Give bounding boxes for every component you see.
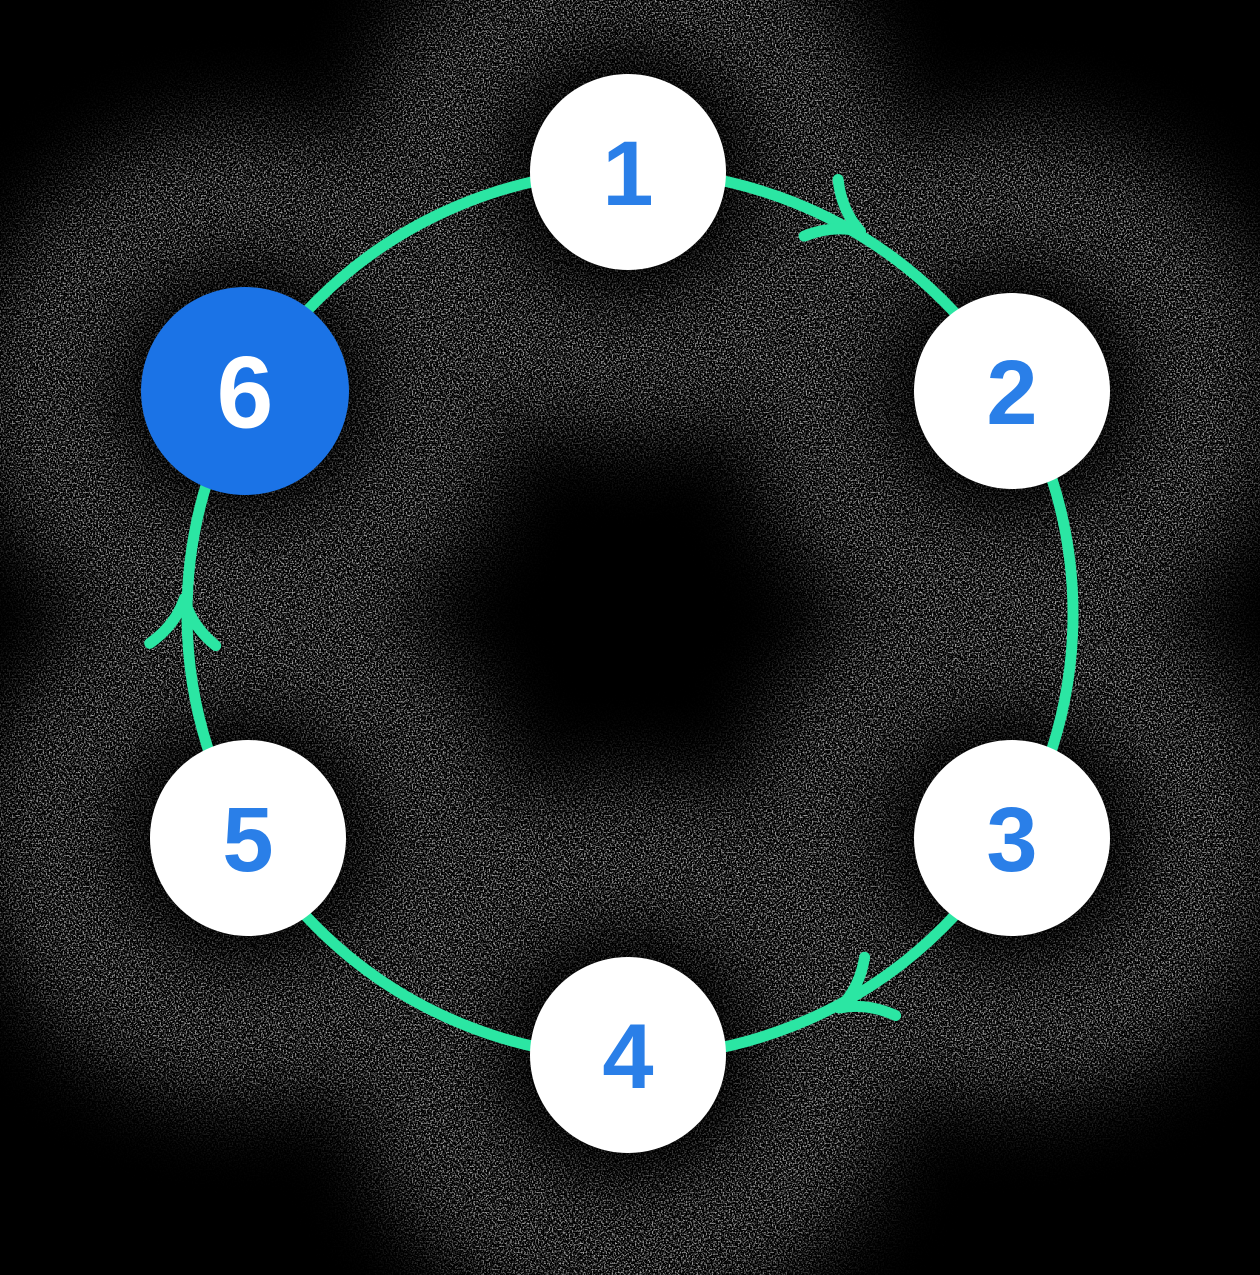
node-label: 5: [222, 789, 273, 891]
node-circle: [150, 740, 346, 936]
node-3: 3: [914, 740, 1110, 936]
node-label: 2: [986, 342, 1037, 444]
spray-blob: [353, 780, 903, 1275]
node-circle: [914, 293, 1110, 489]
node-circle: [530, 957, 726, 1153]
node-2: 2: [914, 293, 1110, 489]
node-6: 6: [141, 287, 349, 495]
node-label: 1: [602, 123, 653, 225]
node-label: 3: [986, 789, 1037, 891]
node-4: 4: [530, 957, 726, 1153]
node-label: 4: [602, 1006, 653, 1108]
arrowhead-1-to-2: [798, 174, 866, 242]
node-label: 6: [217, 336, 274, 450]
node-circle: [914, 740, 1110, 936]
spray-blob: [360, 0, 896, 440]
arrowhead-3-to-4: [834, 951, 902, 1022]
spray-blob: [0, 123, 513, 659]
node-circle: [141, 287, 349, 495]
arrowhead-5-to-6: [144, 593, 222, 652]
node-circle: [530, 74, 726, 270]
node-5: 5: [150, 740, 346, 936]
spray-blob: [744, 570, 1260, 1106]
node-1: 1: [530, 74, 726, 270]
